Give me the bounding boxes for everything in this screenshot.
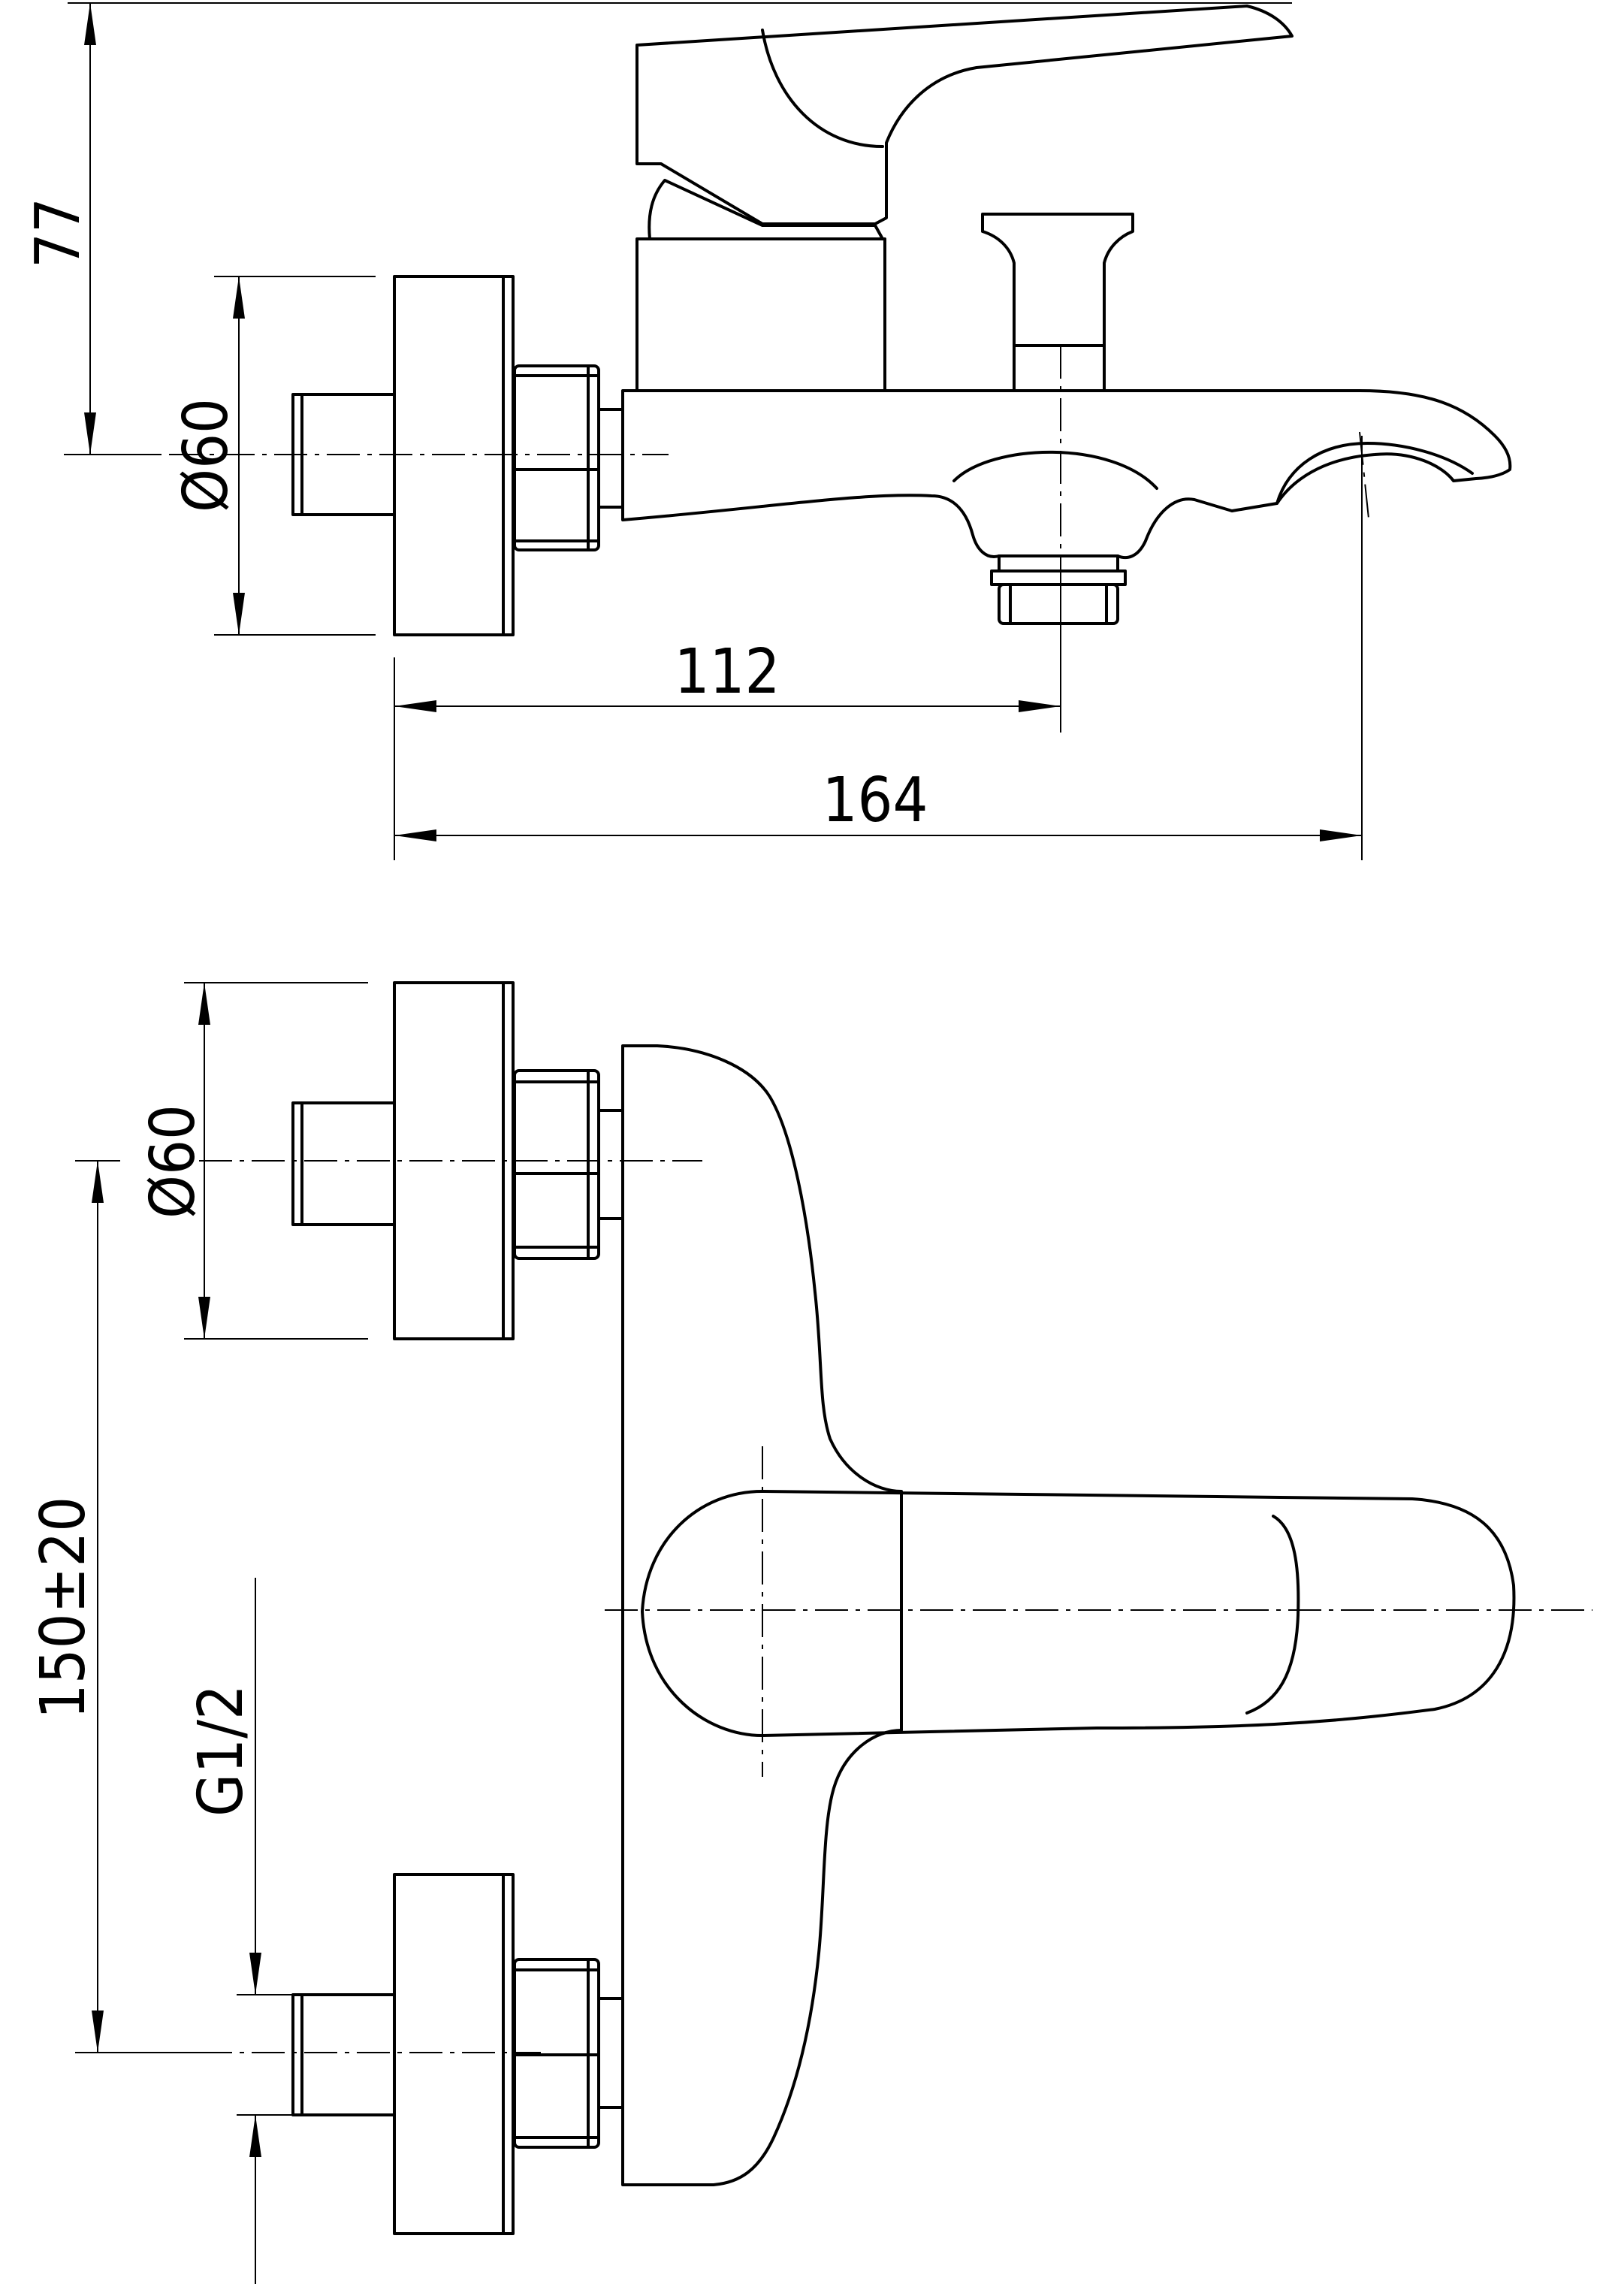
dimension-diameter-top: Ø60: [171, 276, 245, 635]
lever-handle-top: [635, 5, 1294, 225]
lever-handle-front: [641, 1490, 1516, 1737]
wall-flange: [393, 275, 515, 636]
dimension-112: 112: [394, 636, 1061, 712]
dimension-150: 150±20: [28, 1161, 104, 2053]
spout-opening: [1275, 442, 1474, 505]
dim-label-diameter-front: Ø60: [137, 1104, 209, 1219]
upper-inlet: [291, 981, 624, 1340]
diverter-dome: [952, 450, 1158, 490]
front-view: Ø60 150±20 G1/2: [28, 981, 1592, 2284]
dim-label-164: 164: [823, 765, 928, 836]
connector-nut: [513, 364, 600, 551]
mixer-body: [621, 389, 1512, 560]
dim-label-112: 112: [675, 636, 780, 708]
centerline-spout: [1359, 431, 1369, 519]
diverter-knob: [981, 213, 1134, 392]
dimension-g12: G1/2: [186, 1578, 261, 2284]
lever-handle-curve: [761, 29, 884, 148]
cartridge-housing: [635, 179, 886, 392]
dim-label-g12: G1/2: [186, 1684, 257, 1817]
body-stub: [597, 408, 624, 509]
lower-inlet: [291, 1873, 624, 2235]
mixer-body-front: [621, 1044, 903, 2186]
dim-label-77: 77: [23, 198, 94, 268]
dimension-diameter-front: Ø60: [137, 983, 210, 1339]
lever-tip-inner: [1245, 1515, 1300, 1714]
dimension-164: 164: [394, 765, 1362, 841]
dimension-77: 77: [23, 3, 96, 455]
outlet-connector: [990, 554, 1127, 625]
top-view: 77 Ø60 112 164: [23, 2, 1512, 860]
dim-label-150: 150±20: [28, 1497, 99, 1719]
